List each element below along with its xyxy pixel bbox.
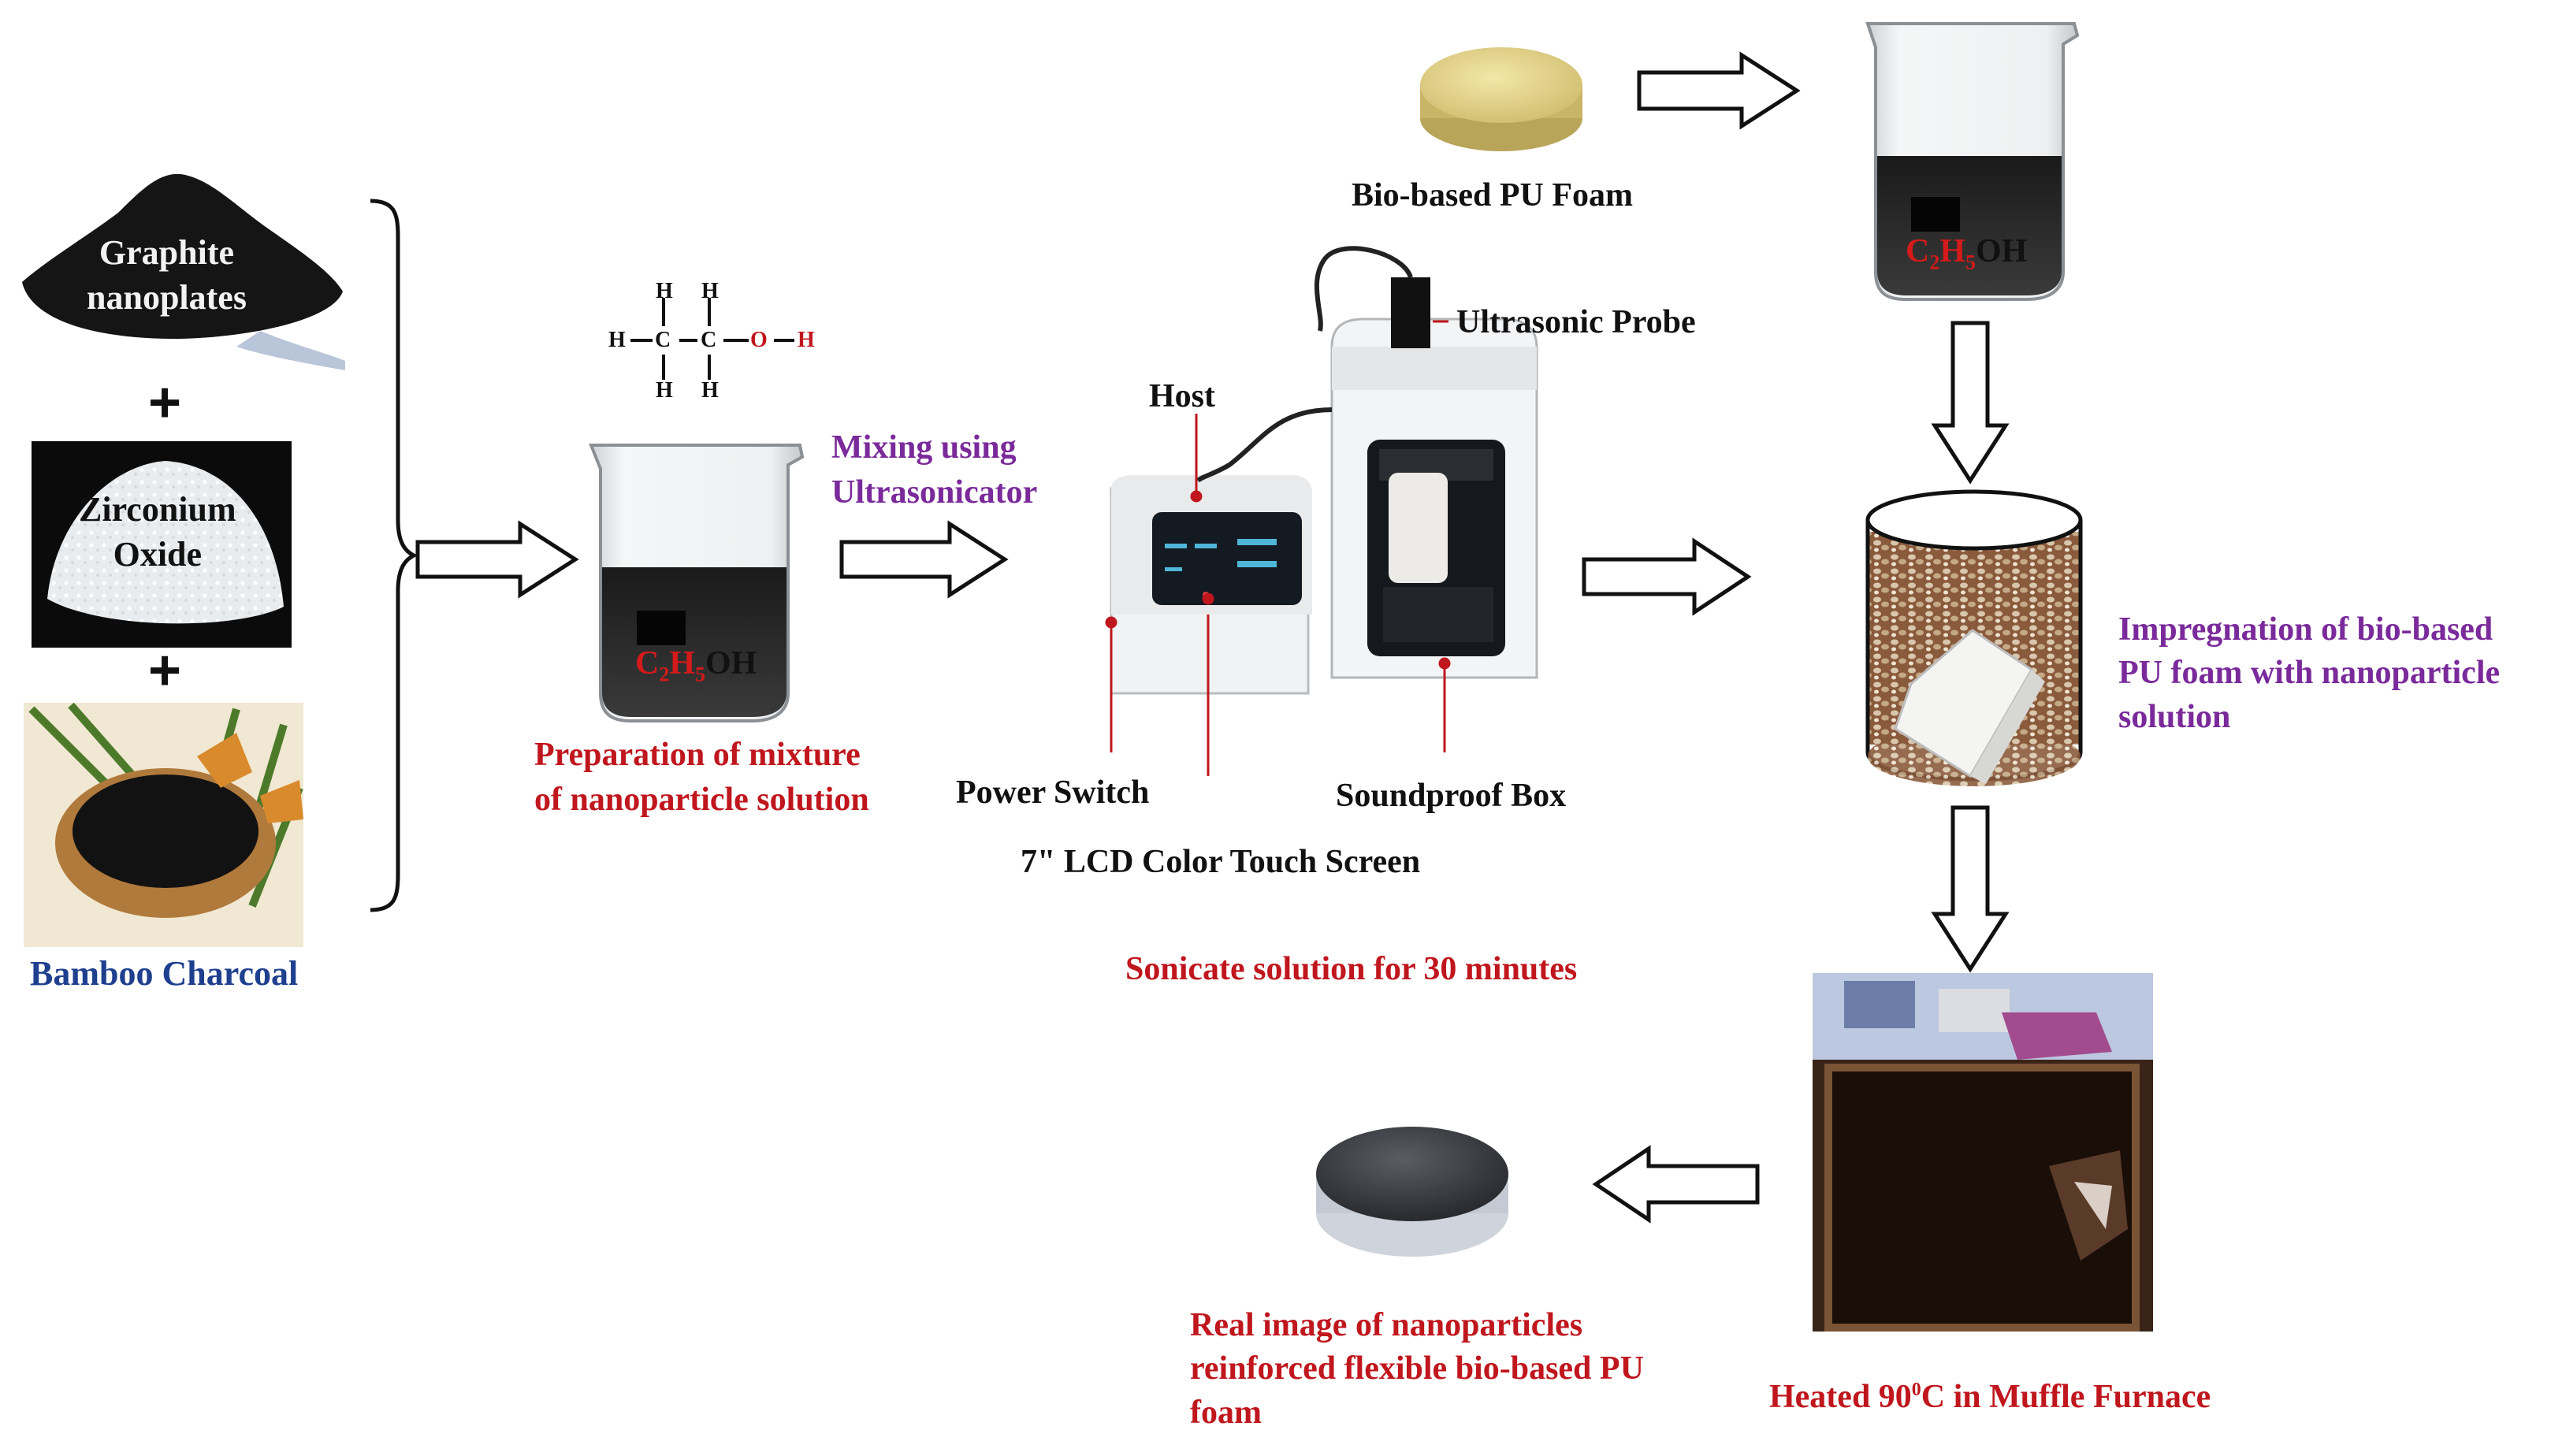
pu-foam-image — [1420, 47, 1582, 151]
arrow-cylinder-to-furnace — [1931, 805, 2010, 973]
impregnation-label: Impregnation of bio-based PU foam with n… — [2118, 611, 2501, 735]
bamboo-label: Bamboo Charcoal — [30, 954, 299, 993]
atom-h-bottom-2: H — [701, 378, 719, 403]
grouping-brace — [370, 199, 418, 912]
atom-h-left: H — [608, 328, 626, 352]
device-pointers — [1105, 320, 1451, 776]
soundproof-box — [1196, 246, 1538, 679]
graphite-powder-image — [22, 173, 345, 370]
ultrasonicator-host — [1110, 475, 1312, 695]
power-switch-label: Power Switch — [956, 774, 1150, 811]
host-label: Host — [1149, 378, 1215, 414]
reinforced-foam-image — [1316, 1127, 1508, 1257]
zirconium-label: Zirconium Oxide — [79, 490, 236, 574]
impregnation-cylinder — [1865, 489, 2083, 786]
atom-o: O — [750, 328, 768, 352]
plus-sign-1: + — [148, 371, 182, 434]
atom-h-bottom-1: H — [656, 378, 673, 403]
pu-foam-label: Bio-based PU Foam — [1352, 177, 1633, 214]
ethanol-formula-left: C2H5OH — [635, 645, 757, 686]
result-label: Real image of nanoparticles reinforced f… — [1190, 1307, 1644, 1431]
arrow-to-mixture — [415, 520, 579, 599]
muffle-furnace-photo — [1813, 973, 2153, 1332]
arrow-beaker-to-cylinder — [1931, 321, 2010, 485]
sonicate-label: Sonicate solution for 30 minutes — [1125, 951, 1578, 987]
graphite-label: Graphite nanoplates — [87, 233, 247, 318]
plus-sign-2: + — [148, 639, 182, 702]
preparation-label: Preparation of mixture of nanoparticle s… — [534, 737, 869, 818]
ethanol-structure — [630, 298, 794, 380]
atom-h-right: H — [798, 328, 815, 352]
zirconium-oxide-image — [32, 441, 292, 648]
arrow-foam-to-beaker — [1637, 51, 1801, 130]
atom-h-top-1: H — [656, 279, 673, 303]
atom-c-2: C — [701, 328, 717, 352]
arrow-furnace-to-result — [1592, 1145, 1760, 1224]
mixing-label: Mixing using Ultrasonicator — [831, 429, 1038, 511]
arrow-to-impregnation — [1582, 537, 1752, 616]
mixture-beaker — [589, 444, 805, 722]
ethanol-formula-right: C2H5OH — [1906, 233, 2028, 274]
bamboo-charcoal-image — [24, 702, 303, 947]
ethanol-beaker — [1865, 22, 2080, 301]
ultrasonic-probe-label: Ultrasonic Probe — [1456, 304, 1696, 340]
soundproof-box-label: Soundproof Box — [1336, 778, 1567, 814]
lcd-screen-label: 7" LCD Color Touch Screen — [1021, 844, 1421, 880]
arrow-to-sonicator — [839, 520, 1009, 599]
heated-label: Heated 900C in Muffle Furnace — [1769, 1379, 2211, 1415]
atom-h-top-2: H — [701, 279, 719, 303]
atom-c-1: C — [655, 328, 671, 352]
